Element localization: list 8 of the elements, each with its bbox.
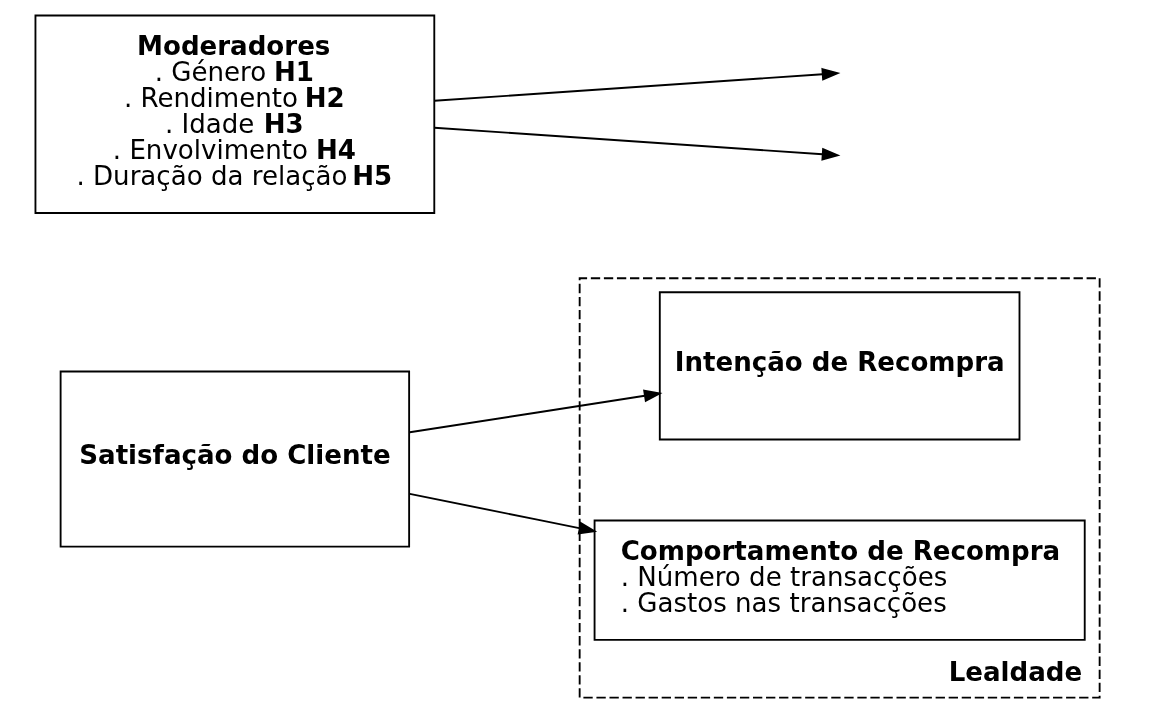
arrow [433,126,841,161]
arrow [408,389,663,434]
node-box: Intenção de Recompra [658,291,1021,441]
arrow [433,67,841,102]
node-box: Comportamento de Recompra . Número de transacções . Gastos nas transacções [593,519,1086,641]
node-box: Moderadores . Género H1 . Rendimento H2 . Idade H3 . Envolvimento H4 . Duração da relação H5 [34,14,436,214]
arrow [408,493,598,535]
node-box: Satisfação do Cliente [59,370,411,548]
